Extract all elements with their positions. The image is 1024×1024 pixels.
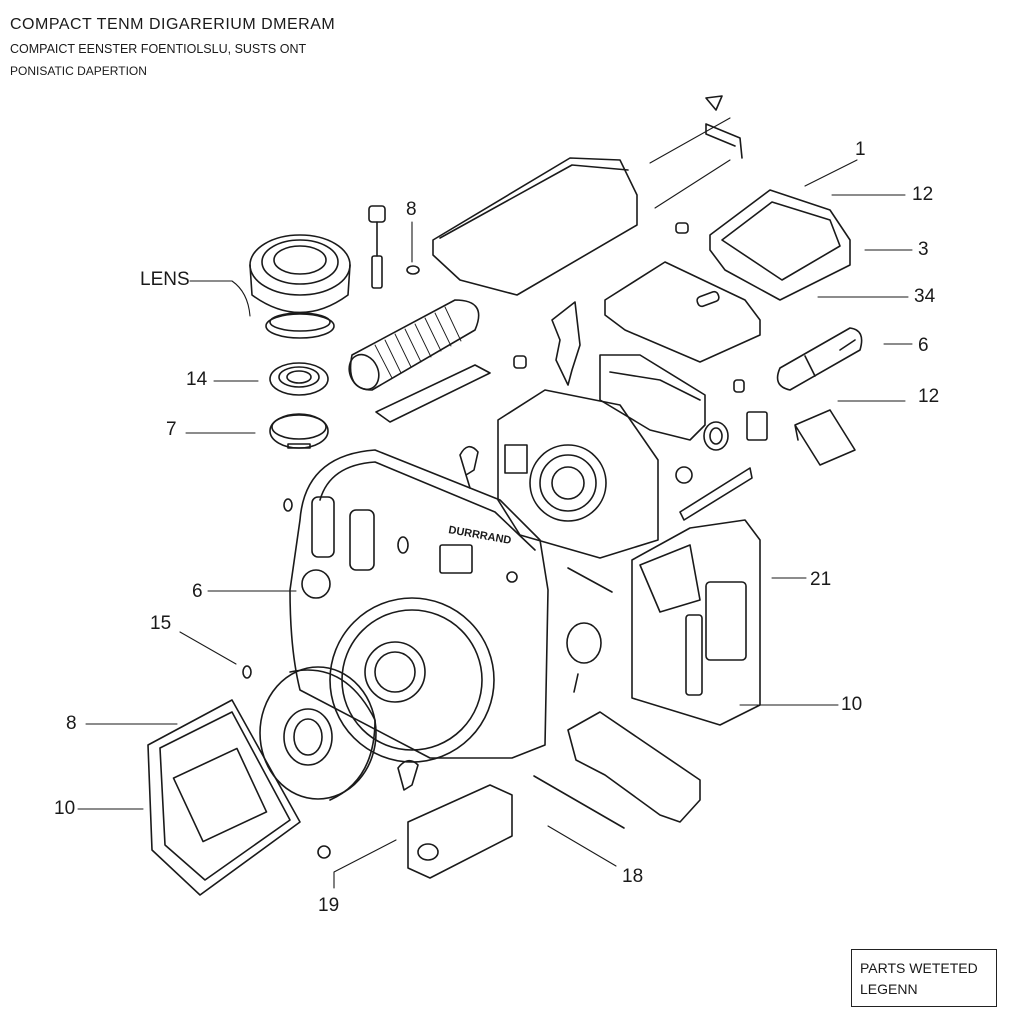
parts-legend-box: PARTS WETETED LEGENN	[851, 949, 997, 1007]
callout-8-left: 8	[66, 713, 77, 734]
leader-bracket-2	[654, 159, 731, 209]
leader-15	[179, 631, 237, 665]
callout-1: 1	[855, 139, 866, 160]
front-lens-barrel	[259, 666, 377, 801]
callout-12-mid: 12	[918, 386, 940, 407]
small-screw-15	[242, 665, 252, 679]
square-nut	[746, 411, 768, 441]
washer	[406, 265, 420, 275]
callout-7: 7	[166, 419, 177, 440]
callout-3: 3	[918, 239, 929, 260]
callout-19: 19	[318, 895, 340, 916]
bracket-piece	[705, 123, 743, 159]
pressure-plate	[375, 364, 491, 423]
round-cap	[675, 466, 693, 484]
leader-lines	[77, 117, 913, 889]
angle-bracket	[794, 409, 856, 466]
lens-assembly	[249, 234, 351, 339]
battery-cell	[776, 327, 863, 391]
lower-bracket	[567, 711, 701, 823]
battery-door	[147, 699, 301, 896]
callout-21: 21	[810, 569, 832, 590]
lens-ring-14	[269, 362, 329, 396]
callout-15: 15	[150, 613, 172, 634]
small-pin	[675, 222, 689, 234]
rail-strip	[679, 467, 753, 521]
leader-bracket-1	[649, 117, 731, 164]
callout-10-left: 10	[54, 798, 76, 819]
flex-strip	[551, 301, 581, 386]
motor-block	[407, 784, 513, 879]
leader-19	[333, 839, 397, 889]
rear-housing	[631, 519, 761, 726]
hook-clip	[459, 445, 479, 489]
top-cover	[432, 157, 638, 296]
callout-10-right: 10	[841, 694, 863, 715]
tray-part	[709, 189, 851, 301]
callout-8-top: 8	[406, 199, 417, 220]
filter-ring-7	[269, 413, 329, 449]
viewfinder-block	[497, 389, 659, 559]
diagram-subtitle: COMPAICT EENSTER FOENTIOLSLU, SUSTS ONT	[10, 42, 307, 56]
clip-2	[397, 759, 419, 791]
callout-34: 34	[914, 286, 936, 307]
leader-18	[547, 825, 617, 867]
tiny-screw	[283, 498, 293, 512]
tiny-nut	[317, 845, 331, 859]
callout-12-top: 12	[912, 184, 934, 205]
callout-lens: LENS	[140, 269, 190, 290]
camera-body	[289, 449, 549, 763]
axle-rod	[533, 775, 625, 829]
film-roller	[348, 299, 480, 391]
pin-rod	[573, 673, 579, 693]
spring-rod	[567, 567, 613, 593]
pin-3	[733, 379, 745, 393]
shutter-block	[599, 354, 729, 451]
back-plate	[604, 261, 761, 363]
callout-14: 14	[186, 369, 208, 390]
legend-line-1: PARTS WETETED	[860, 960, 978, 976]
adjustment-screw	[368, 205, 386, 289]
small-pin-2	[513, 355, 527, 369]
callout-6-left: 6	[192, 581, 203, 602]
camera-badge: DURRRAND	[447, 524, 512, 547]
leader-lens	[189, 280, 251, 317]
callout-18: 18	[622, 866, 644, 887]
leader-1	[804, 159, 858, 187]
diagram-caption: PONISATIC DAPERTION	[10, 64, 147, 78]
legend-line-2: LEGENN	[860, 981, 918, 997]
clip-piece	[705, 95, 723, 111]
diagram-header: COMPACT TENM DIGARERIUM DMERAM COMPAICT …	[10, 16, 335, 78]
diagram-title: COMPACT TENM DIGARERIUM DMERAM	[10, 16, 336, 33]
gear-knob	[566, 622, 602, 664]
callout-6-right: 6	[918, 335, 929, 356]
